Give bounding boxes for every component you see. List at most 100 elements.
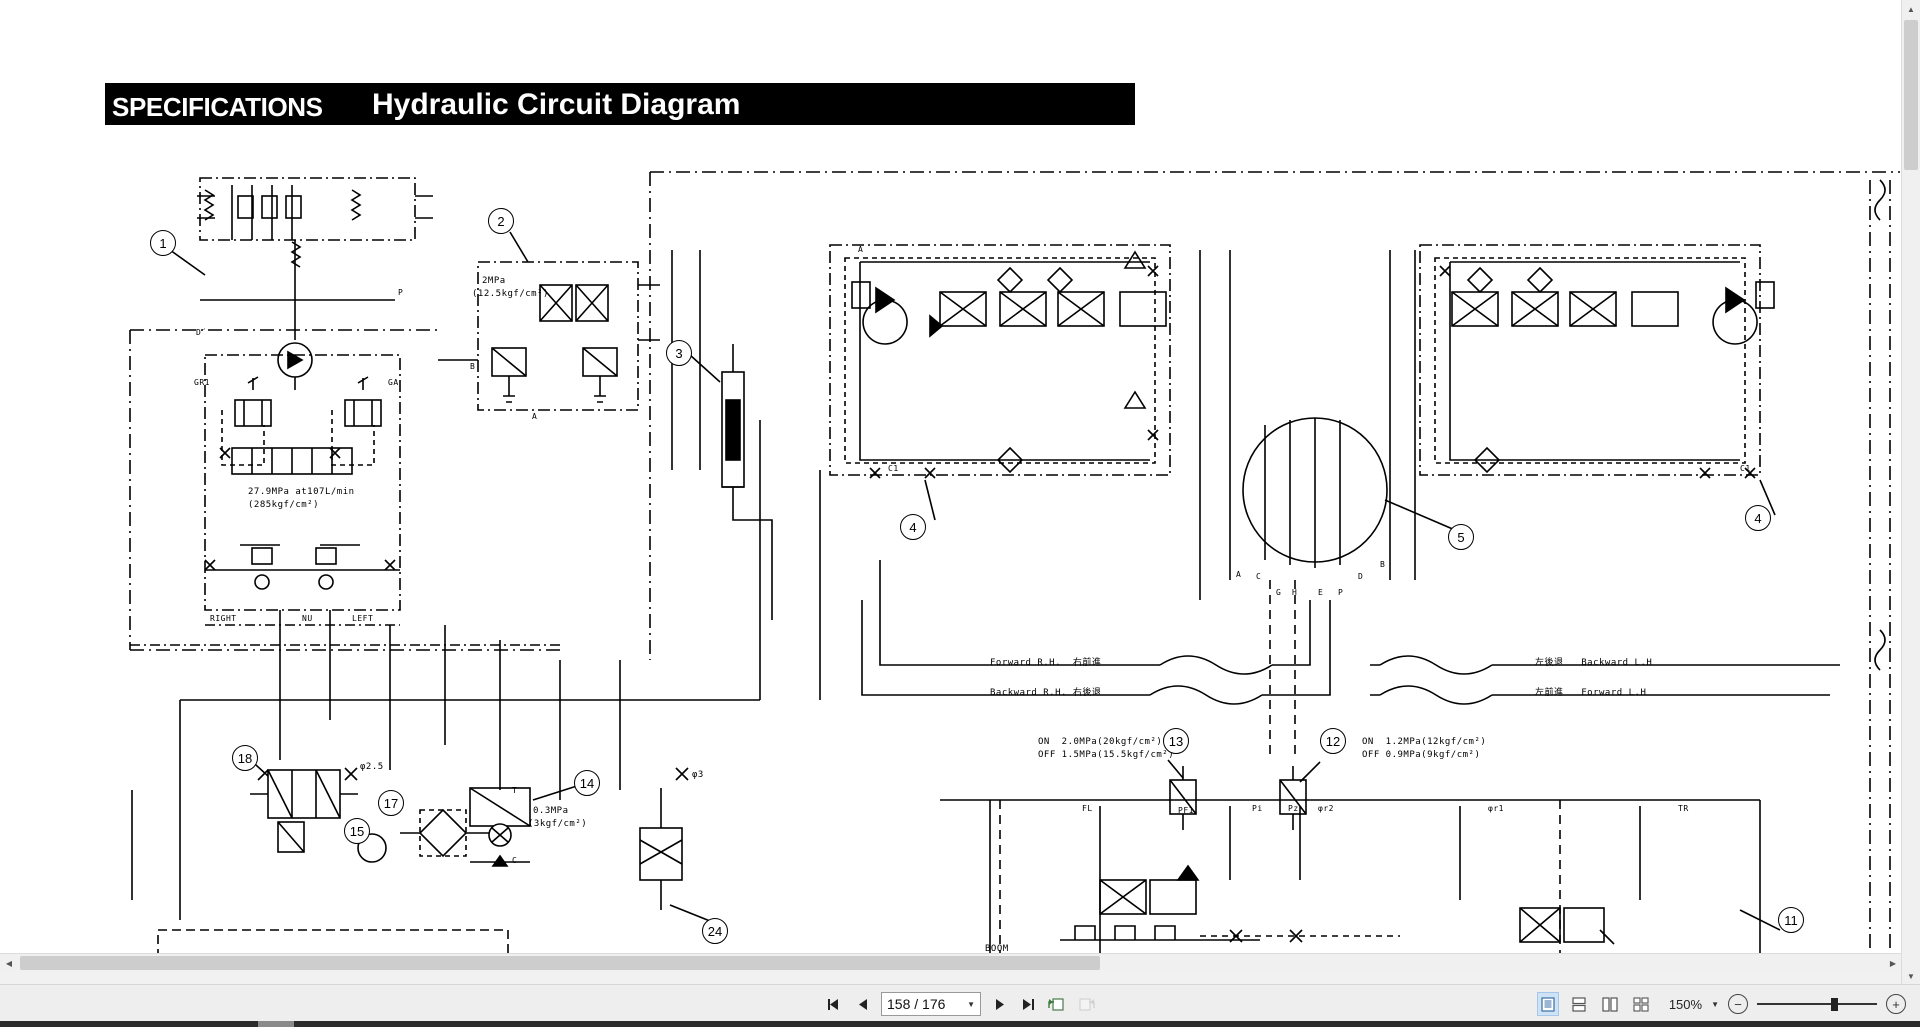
- port-label-c: C: [512, 856, 518, 865]
- callout-17[interactable]: 17: [378, 790, 404, 816]
- label-backward-lh: 左後退 Backward L.H: [1535, 658, 1653, 668]
- header-tag-label: SPECIFICATIONS: [112, 92, 323, 122]
- page-navigation-group: 158 / 176 ▼: [823, 992, 1097, 1016]
- valve-port-tr: TR: [1678, 804, 1689, 813]
- callout-15[interactable]: 15: [344, 818, 370, 844]
- previous-view-button[interactable]: [1046, 992, 1068, 1016]
- valve-port-e-mid: E: [1318, 588, 1324, 597]
- port-label-gr1: GR1: [194, 378, 210, 387]
- valve-port-a-left: A: [858, 245, 864, 254]
- valve-port-c1-left: C1: [888, 464, 899, 473]
- horizontal-scrollbar[interactable]: ◀ ▶: [0, 953, 1902, 972]
- header-tag-box: [105, 90, 330, 125]
- zoom-slider[interactable]: [1757, 995, 1877, 1013]
- callout-24[interactable]: 24: [702, 918, 728, 944]
- taskbar-indicator: [258, 1021, 294, 1027]
- page-scroll-area[interactable]: SPECIFICATIONS Hydraulic Circuit Diagram: [0, 0, 1902, 972]
- callout-14[interactable]: 14: [574, 770, 600, 796]
- scroll-down-arrow[interactable]: ▼: [1902, 967, 1920, 985]
- pdf-toolbar: 158 / 176 ▼: [0, 984, 1920, 1027]
- zoom-slider-knob[interactable]: [1831, 998, 1838, 1011]
- zoom-in-button[interactable]: +: [1886, 994, 1906, 1014]
- annotation-return-pressure-sub: (3kgf/cm²): [528, 819, 588, 829]
- layout-continuous-button[interactable]: [1568, 992, 1590, 1016]
- callout-3[interactable]: 3: [666, 340, 692, 366]
- first-page-button[interactable]: [823, 992, 845, 1016]
- pdf-page: SPECIFICATIONS Hydraulic Circuit Diagram: [0, 0, 1902, 972]
- port-label-t: T: [512, 786, 518, 795]
- prev-page-button[interactable]: [852, 992, 874, 1016]
- valve-port-c1-right: C1: [1740, 464, 1751, 473]
- valve-port-h-mid: H: [1292, 588, 1298, 597]
- label-forward-rh: Forward R.H. 右前進: [990, 658, 1102, 668]
- valve-port-pf1: PF1: [1178, 806, 1194, 815]
- callout-5[interactable]: 5: [1448, 524, 1474, 550]
- valve-port-pz: Pz: [1288, 804, 1299, 813]
- port-label-nu: NU: [302, 614, 313, 623]
- annotation-switch12-on: ON 1.2MPa(12kgf/cm²): [1362, 737, 1487, 747]
- port-label-left: LEFT: [352, 614, 374, 623]
- port-label-d: D´: [196, 328, 207, 337]
- callout-2[interactable]: 2: [488, 208, 514, 234]
- valve-port-b-mid: B: [1380, 560, 1386, 569]
- chevron-down-icon[interactable]: ▼: [967, 999, 975, 1009]
- callout-18[interactable]: 18: [232, 745, 258, 771]
- valve-port-g-mid: G: [1276, 588, 1282, 597]
- next-page-button[interactable]: [988, 992, 1010, 1016]
- zoom-level-value[interactable]: 150%: [1668, 996, 1703, 1012]
- page-number-input[interactable]: 158 / 176 ▼: [881, 992, 981, 1016]
- vertical-scrollbar[interactable]: ▲ ▼: [1901, 0, 1920, 985]
- annotation-switch12-off: OFF 0.9MPa(9kgf/cm²): [1362, 750, 1481, 760]
- label-boom: BOOM: [985, 944, 1009, 954]
- callout-4-right[interactable]: 4: [1745, 505, 1771, 531]
- page-title: Hydraulic Circuit Diagram: [372, 88, 741, 121]
- vertical-scroll-thumb[interactable]: [1904, 20, 1918, 170]
- label-backward-rh: Backward R.H. 右後退: [990, 688, 1102, 698]
- annotation-return-pressure: 0.3MPa: [533, 806, 569, 816]
- label-forward-lh: 左前進 Forward L.H: [1535, 688, 1647, 698]
- port-label-right: RIGHT: [210, 614, 237, 623]
- scroll-right-arrow[interactable]: ▶: [1889, 958, 1897, 968]
- annotation-pilot-pressure: 2MPa: [482, 276, 506, 286]
- port-label-b2: B: [470, 362, 476, 371]
- horizontal-scroll-thumb[interactable]: [20, 956, 1100, 970]
- annotation-switch13-off: OFF 1.5MPa(15.5kgf/cm²): [1038, 750, 1175, 760]
- scroll-left-arrow[interactable]: ◀: [5, 958, 13, 968]
- valve-port-pi: Pi: [1252, 804, 1263, 813]
- callout-11[interactable]: 11: [1778, 907, 1804, 933]
- valve-port-fr2: φr2: [1318, 804, 1334, 813]
- label-orifice-25: φ2.5: [360, 762, 384, 772]
- scroll-up-arrow[interactable]: ▲: [1902, 0, 1920, 18]
- callout-13[interactable]: 13: [1163, 728, 1189, 754]
- page-number-value: 158 / 176: [887, 996, 946, 1012]
- next-view-button[interactable]: [1075, 992, 1097, 1016]
- port-label-a2: A: [532, 412, 538, 421]
- zoom-group: 150% ▼ − +: [1536, 992, 1906, 1016]
- valve-port-a-mid: A: [1236, 570, 1242, 579]
- valve-port-fr1: φr1: [1488, 804, 1504, 813]
- annotation-pilot-pressure-sub: (12.5kgf/cm²): [472, 289, 549, 299]
- pdf-viewer: SPECIFICATIONS Hydraulic Circuit Diagram: [0, 0, 1920, 985]
- valve-port-fl: FL: [1082, 804, 1093, 813]
- zoom-out-button[interactable]: −: [1728, 994, 1748, 1014]
- layout-two-up-button[interactable]: [1599, 992, 1621, 1016]
- callout-1[interactable]: 1: [150, 230, 176, 256]
- annotation-switch13-on: ON 2.0MPa(20kgf/cm²): [1038, 737, 1163, 747]
- annotation-pump-pressure-sub: (285kgf/cm²): [248, 500, 320, 510]
- annotation-pump-pressure: 27.9MPa at107L/min: [248, 487, 355, 497]
- callout-12[interactable]: 12: [1320, 728, 1346, 754]
- label-orifice-3: φ3: [692, 770, 704, 780]
- valve-port-p-mid: P: [1338, 588, 1344, 597]
- circuit-schematic: [129, 171, 1900, 972]
- last-page-button[interactable]: [1017, 992, 1039, 1016]
- layout-two-up-cover-button[interactable]: [1630, 992, 1652, 1016]
- port-label-ga: GA: [388, 378, 399, 387]
- taskbar: [0, 1021, 1920, 1027]
- callout-4-left[interactable]: 4: [900, 514, 926, 540]
- zoom-dropdown-icon[interactable]: ▼: [1711, 999, 1719, 1009]
- port-label-p: P: [398, 288, 404, 297]
- valve-port-d-mid: D: [1358, 572, 1364, 581]
- zoom-slider-track: [1757, 1003, 1877, 1005]
- valve-port-c-mid: C: [1256, 572, 1262, 581]
- layout-single-page-button[interactable]: [1536, 992, 1559, 1016]
